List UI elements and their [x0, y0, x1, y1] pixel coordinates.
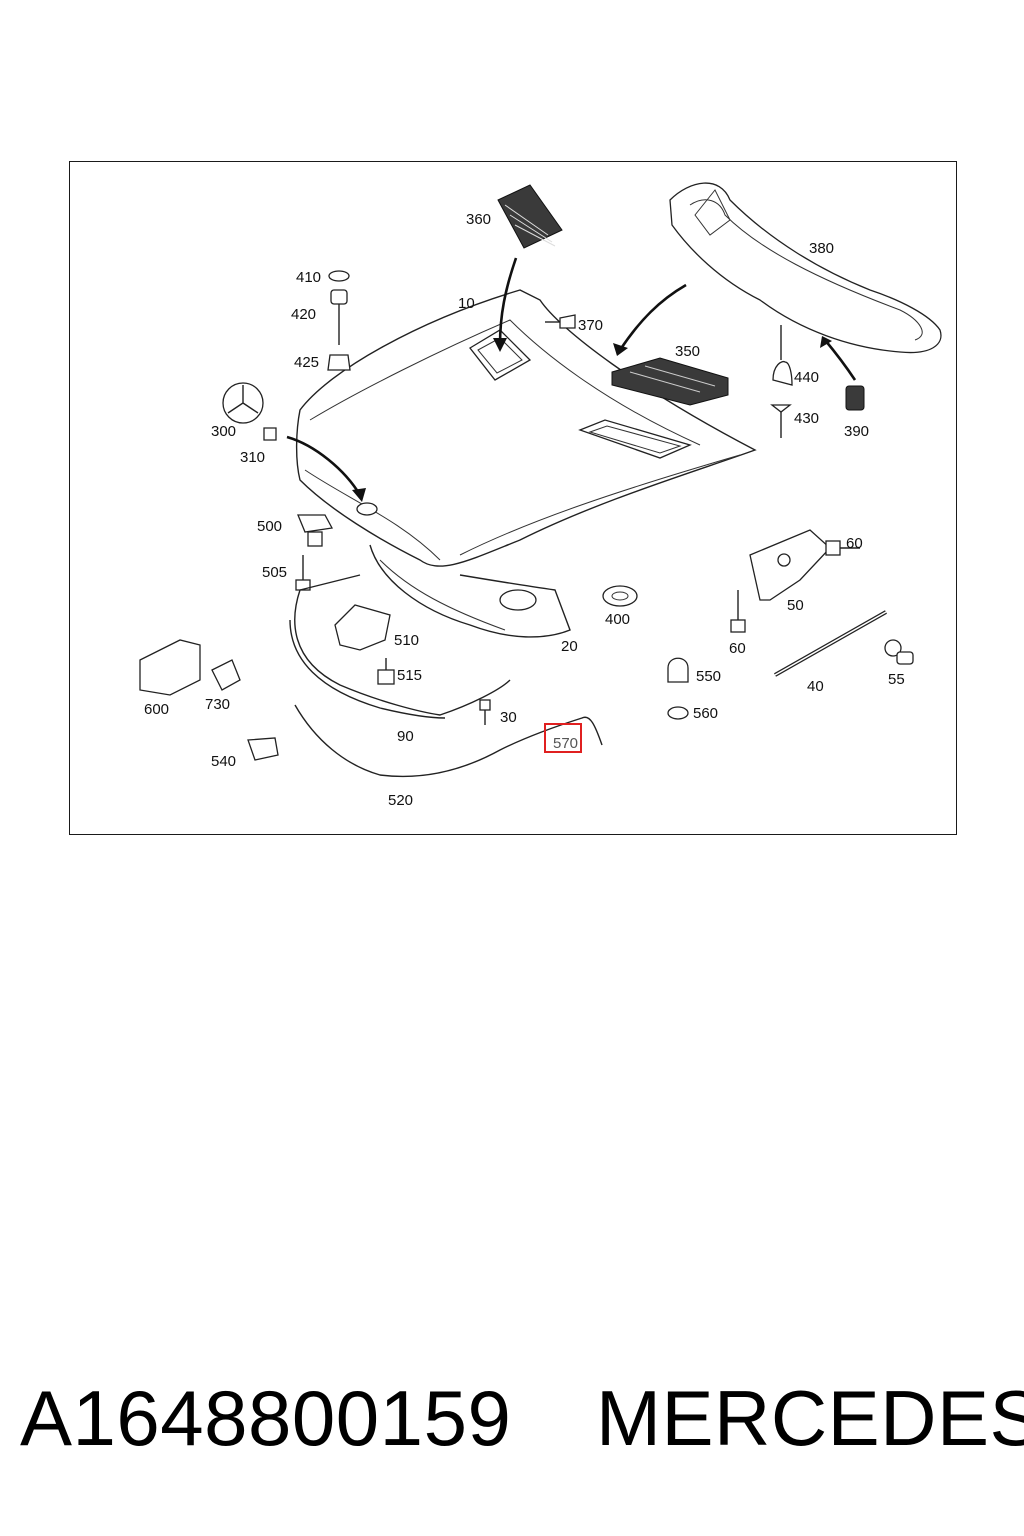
- callout-515: 515: [397, 667, 422, 684]
- callout-520: 520: [388, 792, 413, 809]
- callout-310: 310: [240, 449, 265, 466]
- highlight-box-570: [544, 723, 582, 753]
- callout-430: 430: [794, 410, 819, 427]
- callout-500: 500: [257, 518, 282, 535]
- part-number: A1648800159: [20, 1374, 512, 1462]
- callout-440: 440: [794, 369, 819, 386]
- callout-410: 410: [296, 269, 321, 286]
- assembly-arrows: [286, 257, 857, 502]
- callout-370: 370: [578, 317, 603, 334]
- callout-30: 30: [500, 709, 517, 726]
- callout-10: 10: [458, 295, 475, 312]
- callout-350: 350: [675, 343, 700, 360]
- callout-560: 560: [693, 705, 718, 722]
- callout-360: 360: [466, 211, 491, 228]
- vent-grille-360: [497, 184, 563, 249]
- callout-labels: 360 380 410 420 425 10 370 350 440 430 3…: [144, 211, 905, 809]
- callout-380: 380: [809, 240, 834, 257]
- callout-90: 90: [397, 728, 414, 745]
- callout-40: 40: [807, 678, 824, 695]
- callout-400: 400: [605, 611, 630, 628]
- callout-55: 55: [888, 671, 905, 688]
- callout-730: 730: [205, 696, 230, 713]
- diagram-frame: [69, 161, 957, 835]
- callout-425: 425: [294, 354, 319, 371]
- callout-600: 600: [144, 701, 169, 718]
- brand-name: MERCEDES: [596, 1374, 1024, 1462]
- callout-510: 510: [394, 632, 419, 649]
- callout-540: 540: [211, 753, 236, 770]
- callout-50: 50: [787, 597, 804, 614]
- grille-350: [611, 357, 729, 406]
- callout-420: 420: [291, 306, 316, 323]
- hood-panel: [295, 289, 757, 638]
- callout-550: 550: [696, 668, 721, 685]
- small-parts: [139, 270, 914, 778]
- callout-60-lower: 60: [729, 640, 746, 657]
- callout-300: 300: [211, 423, 236, 440]
- callout-505: 505: [262, 564, 287, 581]
- footer: A1648800159 MERCEDES: [0, 1372, 1024, 1472]
- callout-390: 390: [844, 423, 869, 440]
- cowl-panel-380: [669, 182, 942, 354]
- callout-20: 20: [561, 638, 578, 655]
- callout-570: 570: [553, 735, 578, 752]
- callout-60-upper: 60: [846, 535, 863, 552]
